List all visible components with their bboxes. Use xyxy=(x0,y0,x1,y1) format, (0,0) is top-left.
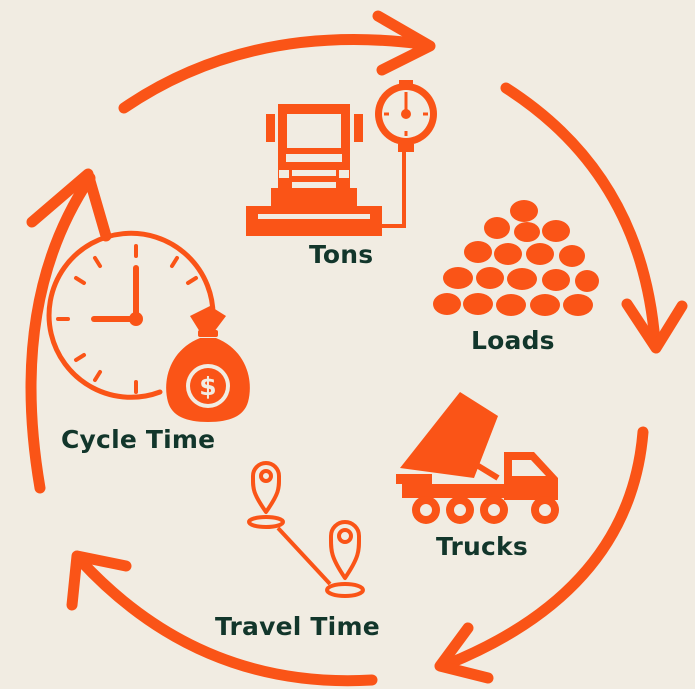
arrow-top xyxy=(118,10,436,114)
clock-money-bag-icon: $ xyxy=(46,230,250,422)
money-bag-icon: $ xyxy=(166,306,250,422)
route-pins-icon xyxy=(247,461,365,598)
arrow-left xyxy=(25,168,112,494)
label-tons: Tons xyxy=(309,240,374,269)
arrow-right xyxy=(500,82,688,354)
truck-on-scale-icon xyxy=(246,80,437,236)
label-travel-time: Travel Time xyxy=(215,612,380,641)
arrow-bottom-right xyxy=(434,426,649,684)
label-loads: Loads xyxy=(471,326,555,355)
rock-pile-icon xyxy=(433,200,599,316)
cycle-arrows xyxy=(25,10,688,687)
label-cycle-time: Cycle Time xyxy=(61,425,216,454)
label-trucks: Trucks xyxy=(436,532,528,561)
dump-truck-icon xyxy=(396,392,559,524)
route-line xyxy=(276,526,332,586)
dollar-symbol: $ xyxy=(199,372,216,401)
clock-icon xyxy=(46,230,216,400)
pin-a-icon xyxy=(247,461,285,529)
arrow-bottom-left xyxy=(66,550,378,687)
pin-b-icon xyxy=(325,520,365,598)
